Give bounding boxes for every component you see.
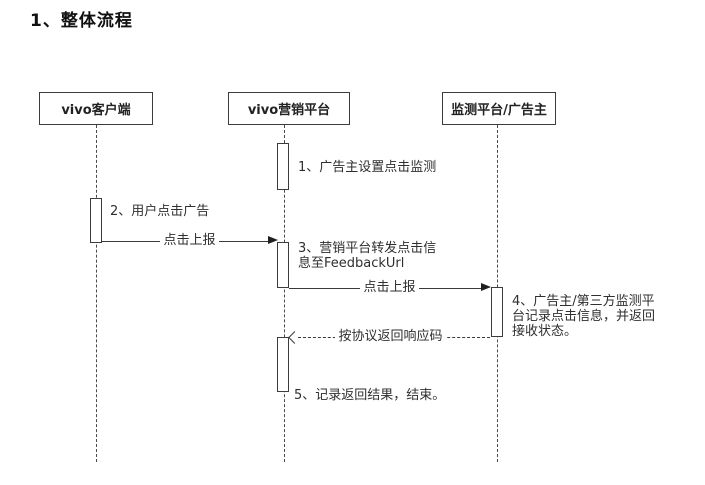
actor-box-vivo-marketing-platform: vivo营销平台	[228, 92, 350, 125]
lifeline-vivo-client	[96, 125, 97, 462]
activation-bar-client-step2	[90, 198, 102, 243]
activation-bar-marketing-step1	[277, 143, 289, 190]
annotation-step-5: 5、记录返回结果，结束。	[294, 388, 446, 403]
actor-box-vivo-client: vivo客户端	[39, 92, 153, 125]
annotation-step-2: 2、用户点击广告	[110, 204, 210, 219]
message-line	[289, 288, 482, 289]
annotation-step-4: 4、广告主/第三方监测平台记录点击信息，并返回接收状态。	[512, 294, 656, 339]
message-line	[102, 241, 269, 242]
arrowhead-right-icon	[268, 236, 278, 244]
annotation-step-3: 3、营销平台转发点击信息至FeedbackUrl	[298, 241, 437, 271]
page-title: 1、整体流程	[30, 11, 133, 31]
message-line-dashed	[298, 337, 490, 338]
message-arrow-response-code: 按协议返回响应码	[288, 329, 490, 344]
arrowhead-open-left-icon	[288, 330, 301, 344]
activation-bar-marketing-step5	[277, 337, 289, 392]
actor-label: 监测平台/广告主	[451, 103, 547, 118]
arrowhead-right-icon	[481, 283, 491, 291]
activation-bar-marketing-step3	[277, 242, 289, 288]
lifeline-vivo-marketing-platform	[284, 125, 285, 462]
message-arrow-click-report-1: 点击上报	[102, 233, 278, 248]
actor-label: vivo营销平台	[247, 103, 331, 118]
activation-bar-monitor-step4	[491, 287, 503, 337]
annotation-step-1: 1、广告主设置点击监测	[298, 160, 437, 175]
message-arrow-click-report-2: 点击上报	[289, 280, 491, 295]
actor-label: vivo客户端	[61, 103, 131, 118]
actor-box-monitor-platform: 监测平台/广告主	[442, 92, 556, 125]
